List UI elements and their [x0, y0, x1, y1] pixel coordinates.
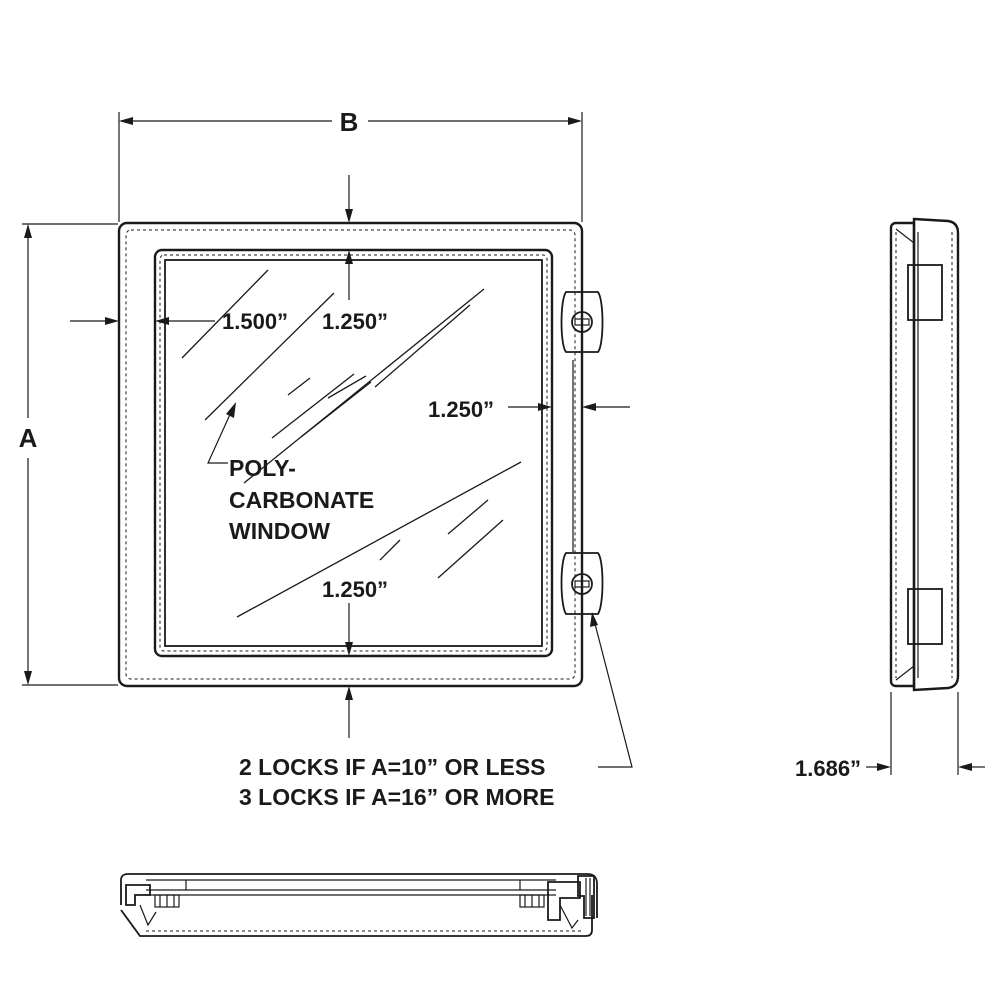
window-opening-stitch: [159, 254, 548, 652]
dimension-b: B: [118, 107, 583, 222]
window-callout: POLY- CARBONATE WINDOW: [207, 402, 374, 544]
depth-label: 1.686”: [795, 756, 861, 781]
window-label-line3: WINDOW: [229, 518, 330, 544]
dimension-a-label: A: [19, 423, 38, 453]
side-lock-bottom: [907, 588, 943, 645]
lock-bottom: [560, 552, 604, 615]
dimension-b-label: B: [340, 107, 359, 137]
bottom-margin-label: 1.250”: [322, 577, 388, 602]
locks-callout: 2 LOCKS IF A=10” OR LESS 3 LOCKS IF A=16…: [239, 612, 633, 810]
polycarbonate-window: [164, 259, 543, 647]
right-margin-label: 1.250”: [428, 397, 494, 422]
glass-reflection-lines: [181, 269, 522, 618]
window-opening: [153, 248, 554, 658]
door-section-view: [120, 873, 598, 937]
locks-note-line2: 3 LOCKS IF A=16” OR MORE: [239, 784, 554, 810]
window-label-line1: POLY-: [229, 455, 296, 481]
door-front-view: [117, 221, 604, 688]
locks-note-line1: 2 LOCKS IF A=10” OR LESS: [239, 754, 546, 780]
lock-top: [560, 291, 604, 353]
outer-frame: [117, 221, 584, 688]
outer-frame-stitch: [125, 229, 576, 680]
margin-dimensions: 1.250” 1.500” 1.250” 1.250”: [70, 175, 630, 738]
side-lock-top: [907, 264, 943, 321]
left-margin-label: 1.500”: [222, 309, 288, 334]
window-label-line2: CARBONATE: [229, 487, 374, 513]
door-side-view: 1.686”: [795, 217, 985, 781]
dimension-a: A: [19, 223, 118, 686]
top-margin-label: 1.250”: [322, 309, 388, 334]
